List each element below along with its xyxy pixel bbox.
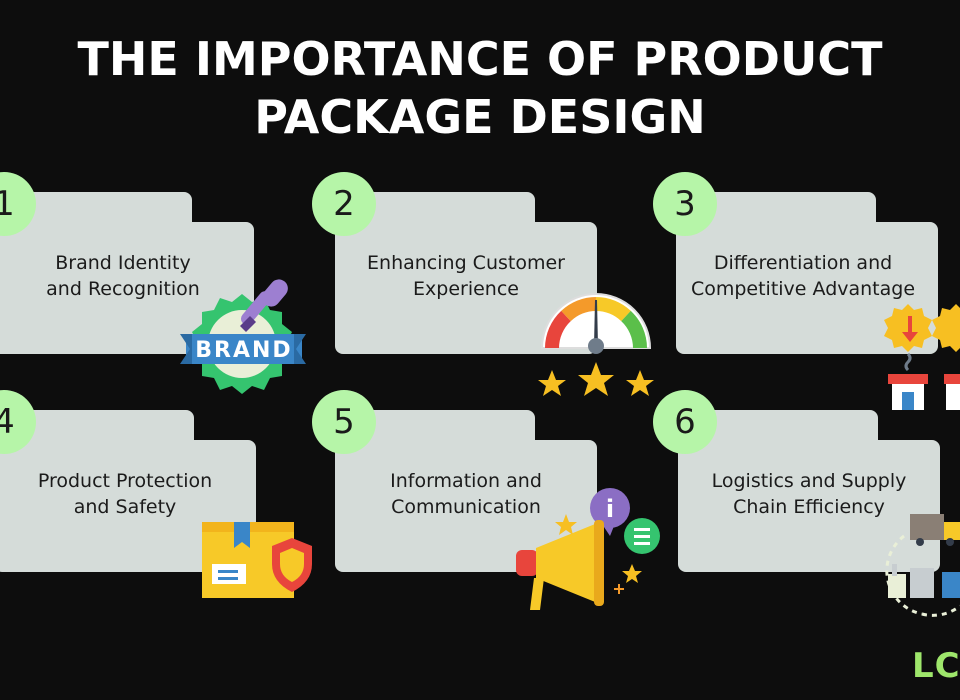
card-brand-identity: Brand Identity and Recognition: [0, 192, 254, 354]
title-line-2: PACKAGE DESIGN: [254, 90, 706, 144]
rating-stars-icon: [538, 362, 654, 396]
brand-logo: LC: [912, 646, 960, 686]
brand-badge-icon: BRAND: [180, 279, 306, 394]
card-body: [678, 440, 940, 572]
brand-badge-text: BRAND: [195, 338, 292, 363]
satisfaction-gauge-icon: [540, 293, 652, 354]
card-label: Logistics and Supply Chain Efficiency: [711, 470, 907, 518]
card-logistics: Logistics and Supply Chain Efficiency: [678, 410, 940, 572]
number-badge-6: 6: [653, 390, 717, 454]
page-title: THE IMPORTANCE OF PRODUCT PACKAGE DESIGN: [0, 30, 960, 146]
card-label: Differentiation and Competitive Advantag…: [690, 252, 916, 300]
title-line-1: THE IMPORTANCE OF PRODUCT: [77, 32, 883, 86]
number-badge-2: 2: [312, 172, 376, 236]
svg-text:i: i: [606, 495, 614, 523]
differentiation-icon: [884, 304, 960, 410]
number-badge-3: 3: [653, 172, 717, 236]
card-label: Enhancing Customer Experience: [367, 252, 565, 300]
number-badge-5: 5: [312, 390, 376, 454]
card-label: Information and Communication: [390, 470, 542, 518]
logistics-truck-icon: [885, 514, 960, 617]
card-label: Product Protection and Safety: [37, 470, 213, 518]
megaphone-info-icon: i: [516, 488, 660, 610]
package-protection-icon: [202, 522, 312, 598]
card-label: Brand Identity and Recognition: [46, 252, 200, 300]
